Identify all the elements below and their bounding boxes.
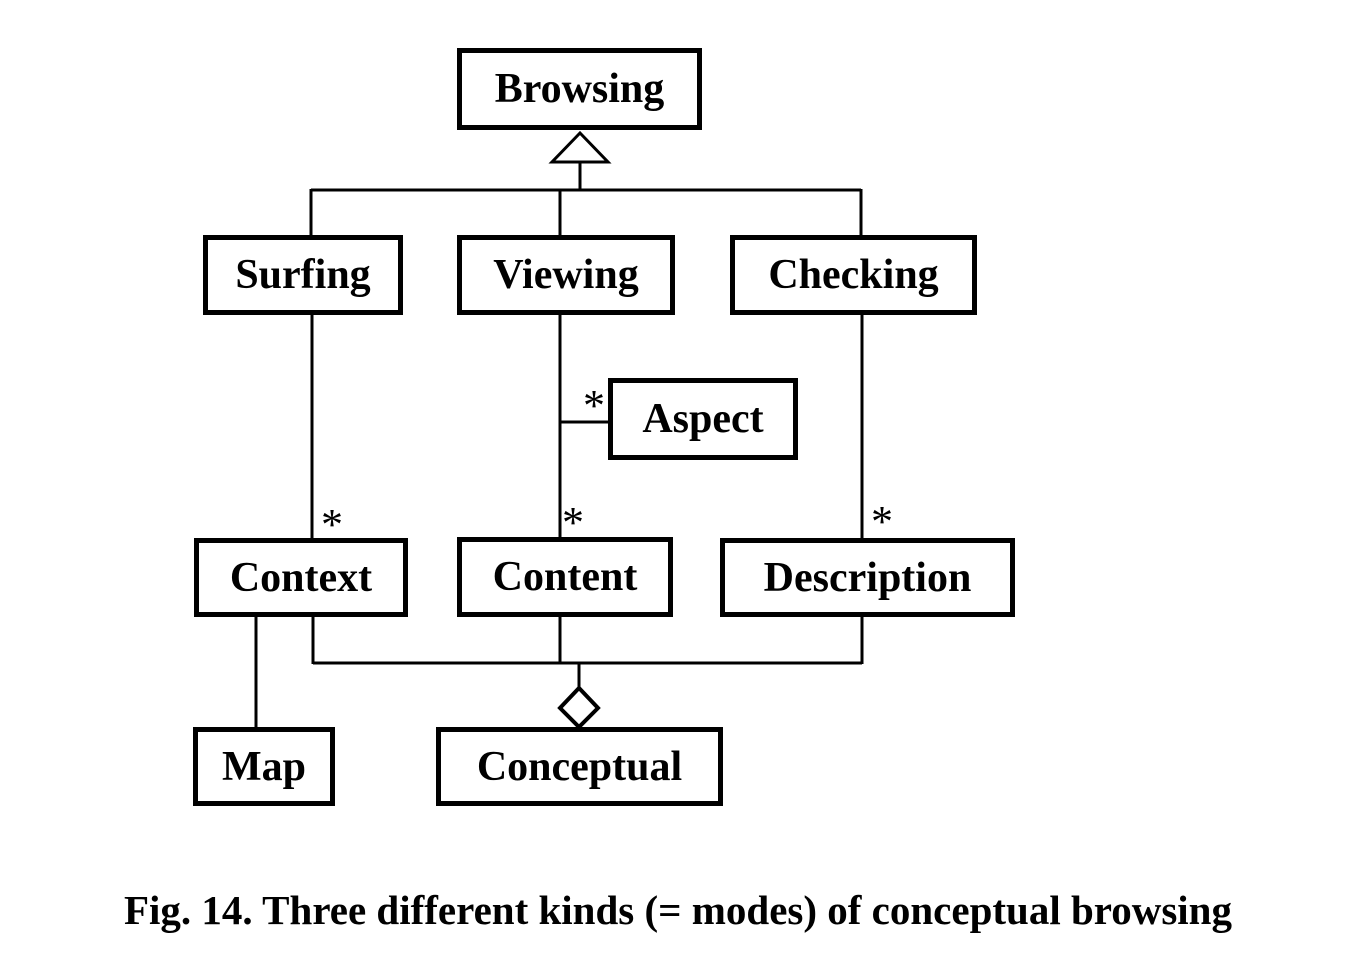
node-map-label: Map [222,743,306,790]
node-aspect: Aspect [608,378,798,460]
node-conceptual-label: Conceptual [476,743,683,790]
multiplicity-star-context: * [321,500,343,549]
node-browsing-label: Browsing [494,66,665,112]
figure-caption: Fig. 14. Three different kinds (= modes)… [123,887,1232,933]
multiplicity-star-aspect: * [583,381,605,430]
node-viewing: Viewing [457,235,675,315]
node-context: Context [194,538,408,617]
multiplicity-star-content: * [562,498,584,547]
node-content: Content [457,537,673,617]
node-checking-label: Checking [768,252,939,298]
node-conceptual: Conceptual [436,727,723,806]
aggregation-diamond-icon [557,685,601,730]
node-content-label: Content [492,554,638,600]
node-context-label: Context [229,554,373,601]
node-checking: Checking [730,235,977,315]
generalization-arrow-icon [548,130,612,164]
node-description: Description [720,538,1015,617]
node-map: Map [193,727,335,806]
node-aspect-label: Aspect [642,396,764,442]
node-description-label: Description [763,554,972,601]
node-viewing-label: Viewing [493,252,639,298]
node-browsing: Browsing [457,48,702,130]
node-surfing: Surfing [203,235,403,315]
node-surfing-label: Surfing [235,252,371,298]
multiplicity-star-description: * [871,497,893,546]
